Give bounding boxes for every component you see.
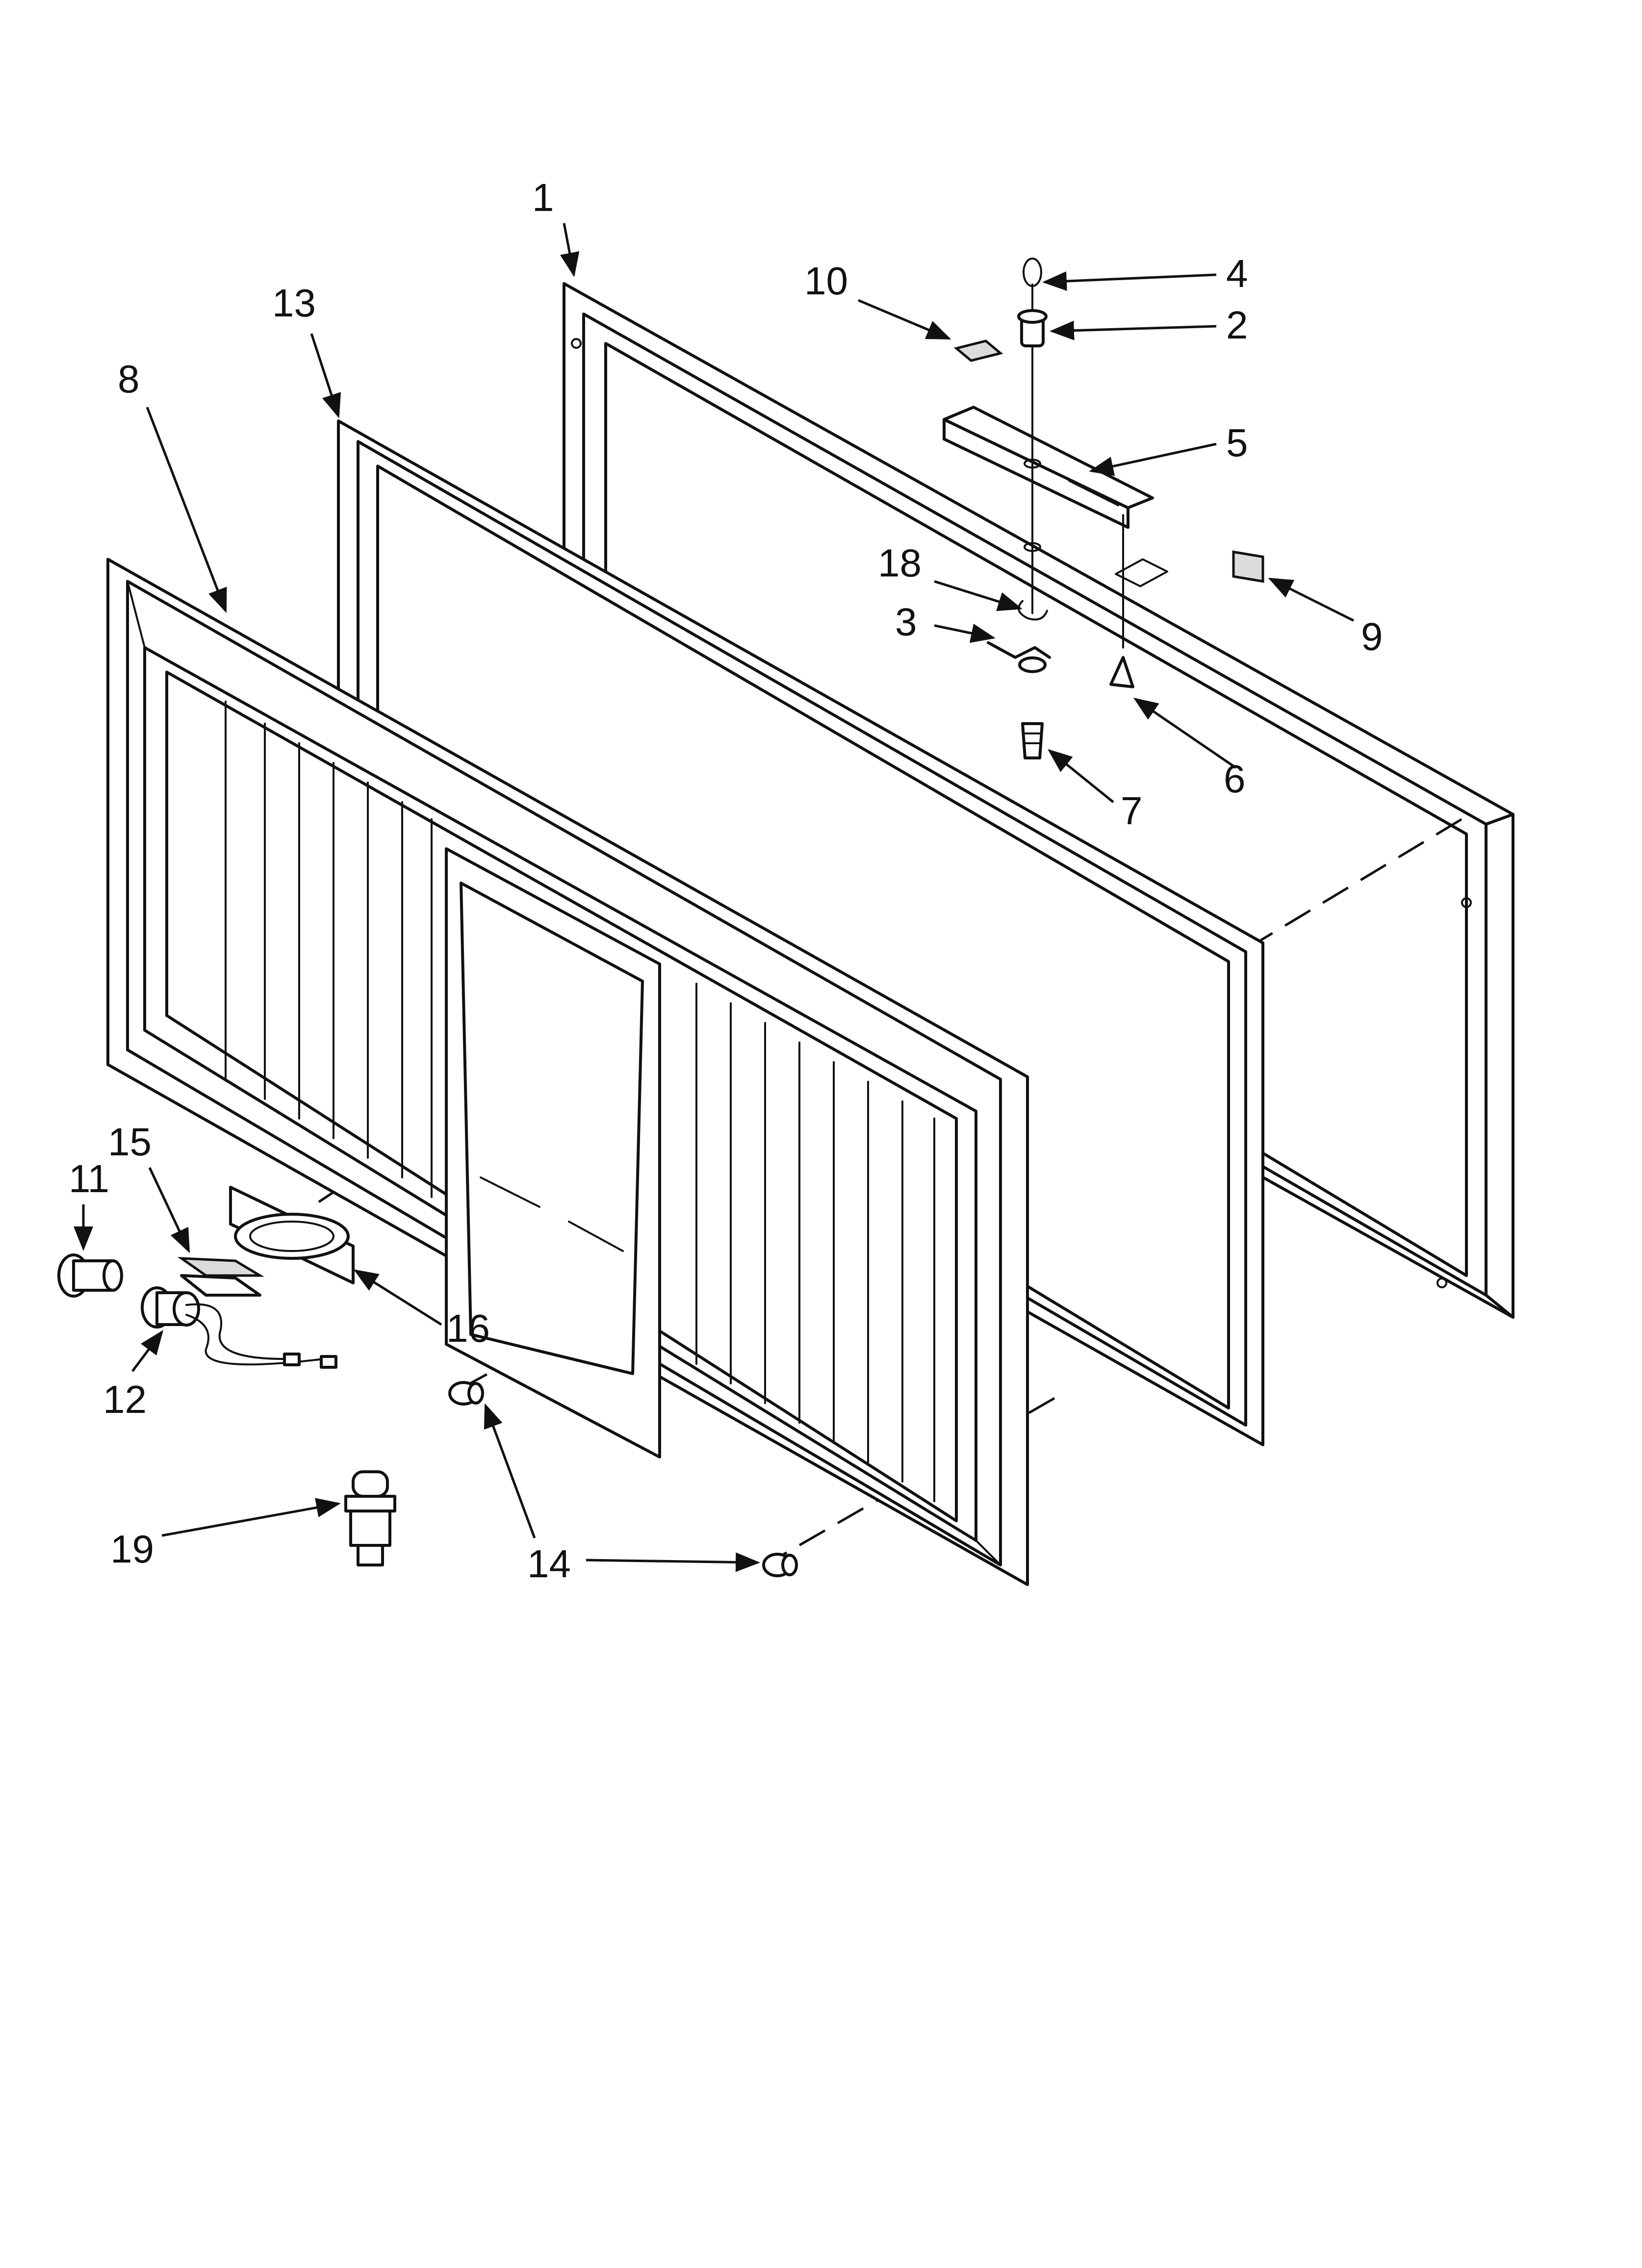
callout-18: 18	[878, 541, 922, 585]
light-shield-part-15	[177, 1257, 265, 1297]
switch-part-19	[344, 1470, 396, 1566]
leader-lines	[74, 223, 1355, 1572]
callout-16: 16	[446, 1306, 490, 1350]
callout-11: 11	[69, 1157, 109, 1200]
callout-5: 5	[1226, 421, 1248, 465]
callout-2: 2	[1226, 303, 1248, 347]
callout-4: 4	[1226, 252, 1248, 295]
callout-6: 6	[1224, 757, 1246, 801]
light-socket-part-12	[141, 1286, 337, 1369]
inner-door-liner-part-8	[106, 558, 1029, 1586]
lock-bracket-part-5	[943, 406, 1154, 529]
callout-1: 1	[532, 176, 554, 219]
callout-14: 14	[527, 1542, 571, 1586]
callout-19: 19	[110, 1527, 154, 1571]
callout-15: 15	[108, 1120, 152, 1164]
plug-parts-14	[448, 1381, 798, 1577]
callout-3: 3	[895, 600, 917, 644]
lock-hardware	[953, 258, 1264, 759]
callout-9: 9	[1361, 615, 1383, 658]
callout-labels: 1 4 2 10 13 8 5 18 3 9 6 7 15 11 16 12 1…	[69, 176, 1383, 1586]
callout-13: 13	[272, 281, 316, 325]
callout-10: 10	[804, 259, 848, 303]
liner-ribs	[225, 701, 935, 1502]
callout-7: 7	[1121, 789, 1143, 833]
callout-12: 12	[103, 1378, 147, 1421]
light-housing-part-16	[229, 1186, 355, 1284]
light-bulb-part-11	[57, 1253, 123, 1298]
callout-8: 8	[118, 357, 140, 401]
